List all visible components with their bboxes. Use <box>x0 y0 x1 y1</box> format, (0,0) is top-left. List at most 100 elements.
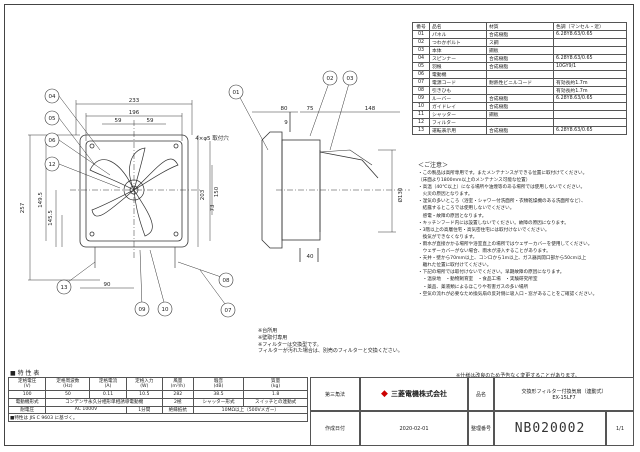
caution-line: 火災の原因となります。 <box>418 192 473 198</box>
dim-148: 148 <box>365 106 376 112</box>
cautions-title: ＜ご注意＞ <box>418 162 449 169</box>
callout-07: 07 <box>220 302 236 318</box>
date-label: 作成日付 <box>310 411 360 446</box>
side-view <box>252 111 410 262</box>
svg-text:09: 09 <box>139 307 146 313</box>
caution-line: ・空気の流れが必要なため換気扇の反対側に吸入口・窓があることをご確認ください。 <box>418 291 598 297</box>
caution-line: （床面より1800mm以上のメンテナンス可能な位置） <box>418 178 531 184</box>
dim-1445: 145.5 <box>48 210 54 226</box>
callout-08: 08 <box>218 272 234 288</box>
spec-row-voltage: 耐電圧 AC 1000V 1分間 絶縁抵抗 10MΩ以上（500Vメガー） <box>7 405 309 415</box>
spec-header-cell: 定格周波数 (Hz) <box>45 377 91 391</box>
svg-text:12: 12 <box>49 162 56 168</box>
dim-59a: 59 <box>115 118 122 124</box>
dim-hole: 4×φ5 取付穴 <box>195 134 229 142</box>
number-label: 整理番号 <box>468 411 494 446</box>
dim-59b: 59 <box>147 118 154 124</box>
dim-90: 90 <box>104 282 111 288</box>
caution-line: ・高温（40℃以上）になる場所や油煙等のある場所では使用しないでください。 <box>418 185 586 191</box>
dim-75: 75 <box>307 106 314 112</box>
svg-text:13: 13 <box>61 285 68 291</box>
company-block: ◆ 三菱電機株式会社 <box>360 377 468 411</box>
callout-02: 02 <box>322 70 338 86</box>
callout-06: 06 <box>44 132 60 148</box>
caution-line: ウェザーカバーがない場合、雨水が浸入することがあります。 <box>418 249 551 255</box>
spec-header-cell: 風量 (m³/h) <box>161 377 194 391</box>
note-kitchen: ※台所用 <box>258 328 278 334</box>
spec-header-cell: 騒音 (dB) <box>192 377 245 391</box>
callout-13: 13 <box>56 279 72 295</box>
callout-03: 03 <box>342 70 358 86</box>
title-block: 第三角法 ◆ 三菱電機株式会社 品名 交換形フィルター付換気扇（連動式） EX-… <box>310 377 634 446</box>
dim-150: 150 <box>214 186 220 197</box>
spec-value-cell: 50 <box>45 390 91 399</box>
spec-header-cell: 定格入力 (W) <box>125 377 163 391</box>
dim-73: 73 <box>210 204 216 211</box>
spec-change-note: ※仕様は改良のため予告なく変更することがあります。 <box>456 373 580 379</box>
spec-row-standard: ■特性は JIS C 9603 に基づく。 <box>8 413 308 423</box>
item-name: 交換形フィルター付換気扇（連動式） <box>521 388 607 395</box>
spec-header-cell: 定格電圧 (V) <box>7 377 47 391</box>
callout-10: 10 <box>157 301 173 317</box>
svg-text:05: 05 <box>49 116 56 122</box>
dim-80: 80 <box>281 106 288 112</box>
page-number: 1/1 <box>606 411 634 446</box>
callout-04: 04 <box>44 88 60 104</box>
callout-12: 12 <box>44 156 60 172</box>
spec-header-cell: 質量 (kg) <box>243 377 308 391</box>
dim-d130: Ø130 <box>397 187 404 202</box>
caution-line: ・薬品、薬液類によるほこりや有害ガスの多い場所 <box>418 284 529 290</box>
model-number: EX-15LF7 <box>552 394 576 401</box>
svg-text:08: 08 <box>223 278 230 284</box>
svg-text:03: 03 <box>347 76 354 82</box>
dim-257: 257 <box>20 202 26 213</box>
dim-196: 196 <box>129 110 140 116</box>
dim-233: 233 <box>129 98 140 104</box>
spec-value-cell: 38.5 <box>192 390 245 399</box>
note-filter-type: ※フィルターは交換型です。 <box>258 341 322 348</box>
spec-value-cell: 0.11 <box>89 390 127 399</box>
spec-value-cell: 282 <box>161 390 194 399</box>
callout-09: 09 <box>134 301 150 317</box>
caution-line: ・キッチンフード内には設置しないでください。故障の原因になります。 <box>418 220 569 226</box>
dim-9: 9 <box>284 120 288 126</box>
spec-title: ■ 特 性 表 <box>10 370 40 377</box>
spec-header-cell: 定格電流 (A) <box>89 377 127 391</box>
cautions-block: ＜ご注意＞ ・この製品は高所専用です。またメンテナンスができる位置に取付けてくだ… <box>418 160 628 379</box>
caution-line: ・この製品は高所専用です。またメンテナンスができる位置に取付けてください。 <box>418 171 588 176</box>
callout-01: 01 <box>228 84 244 100</box>
company-name: 三菱電機株式会社 <box>390 390 447 398</box>
drawing-notes: ※台所用 ※壁取付専用 ※フィルターは交換型です。 フィルターが汚れた場合は、別… <box>258 328 403 355</box>
callout-05: 05 <box>44 110 60 126</box>
spec-value-cell: 1.8 <box>243 390 308 399</box>
mitsubishi-logo-icon: ◆ <box>381 389 388 399</box>
caution-line: ・下記の場所では取付けないでください。早期故障の原因になります。 <box>418 270 565 276</box>
spec-value-cell: 100 <box>7 390 47 399</box>
caution-line: 離れた位置に取付けてください。 <box>418 263 492 269</box>
spec-header-row: 定格電圧 (V)定格周波数 (Hz)定格電流 (A)定格入力 (W)風量 (m³… <box>7 377 308 391</box>
parts-header-row: 番号 品名 材質 色調（マンセル・近） <box>412 22 627 31</box>
note-wall-mount: ※壁取付専用 <box>258 334 288 341</box>
svg-text:01: 01 <box>233 90 240 96</box>
caution-line: 感電・故障の原因となります。 <box>418 213 487 219</box>
spec-row-motor: 電動機形式 コンデンサ永久分相形単相誘導電動機 2極 シャッター形式 スイッチと… <box>7 397 308 407</box>
caution-line: ・天井・壁から70mm以上、コンロから1m以上、ガス器具開口部から50cm以上 <box>418 256 587 262</box>
projection-label: 第三角法 <box>310 377 360 411</box>
dim-40: 40 <box>307 254 314 260</box>
dim-1495: 149.5 <box>38 192 44 208</box>
svg-text:10: 10 <box>162 307 169 313</box>
spec-table: 定格電圧 (V)定格周波数 (Hz)定格電流 (A)定格入力 (W)風量 (m³… <box>7 377 309 423</box>
